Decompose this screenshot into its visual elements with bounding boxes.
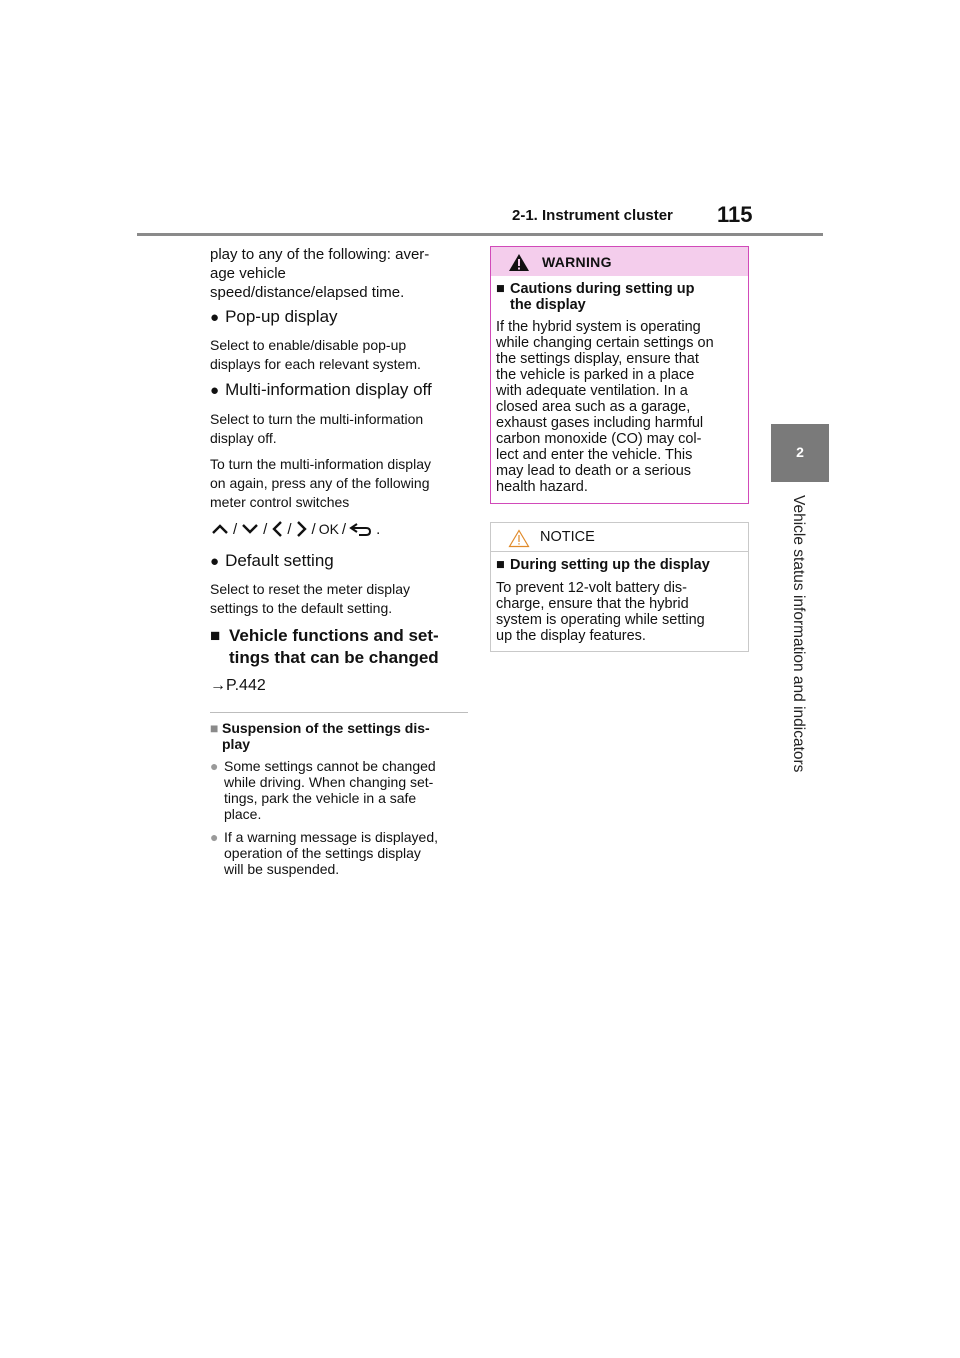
separator: /	[287, 520, 292, 538]
header-divider	[137, 233, 823, 236]
square-bullet-icon: ■	[496, 557, 505, 573]
note-heading-1: Suspension of the settings dis-	[222, 720, 430, 736]
mid-off-line-4: on again, press any of the following	[210, 475, 430, 491]
warning-label: WARNING	[542, 254, 612, 270]
bullet-icon: ●	[210, 382, 220, 399]
warning-line-6: closed area such as a garage,	[496, 399, 691, 415]
default-line-2: settings to the default setting.	[210, 600, 393, 616]
separator: /	[263, 520, 268, 538]
notice-line-1: To prevent 12-volt battery dis-	[496, 580, 688, 596]
warning-line-7: exhaust gases including harmful	[496, 415, 704, 431]
note-b1-line-1: Some settings cannot be changed	[224, 758, 436, 774]
chevron-left-icon	[272, 521, 283, 537]
vehicle-functions-heading-1: Vehicle functions and set-	[229, 626, 439, 645]
bullet-icon: ●	[210, 309, 220, 326]
section-title: 2-1. Instrument cluster	[512, 207, 673, 224]
default-line-1: Select to reset the meter display	[210, 581, 410, 597]
bullet-icon: ●	[210, 829, 219, 845]
warning-heading-2: the display	[510, 297, 586, 313]
back-arrow-icon	[349, 523, 372, 536]
ok-label: OK	[318, 521, 339, 537]
intro-line-3: speed/distance/elapsed time.	[210, 284, 405, 301]
caution-triangle-icon	[508, 529, 530, 548]
note-b2-line-1: If a warning message is displayed,	[224, 829, 438, 845]
note-b2-line-3: will be suspended.	[224, 861, 340, 877]
chapter-number: 2	[796, 444, 804, 460]
bullet-icon: ●	[210, 553, 220, 570]
mid-off-line-3: To turn the multi-information display	[210, 456, 431, 472]
warning-heading-1: Cautions during setting up	[510, 281, 695, 297]
note-b1-line-2: while driving. When changing set-	[224, 774, 434, 790]
warning-line-10: may lead to death or a serious	[496, 463, 692, 479]
warning-line-11: health hazard.	[496, 479, 588, 495]
chapter-title: Vehicle status information and indicator…	[790, 495, 807, 773]
notice-line-2: charge, ensure that the hybrid	[496, 596, 689, 612]
bullet-icon: ●	[210, 758, 219, 774]
intro-line-1: play to any of the following: aver-	[210, 246, 430, 263]
warning-line-3: the settings display, ensure that	[496, 351, 699, 367]
intro-line-2: age vehicle	[210, 265, 286, 282]
square-bullet-icon: ■	[496, 281, 505, 297]
separator: /	[233, 520, 238, 538]
warning-line-9: lect and enter the vehicle. This	[496, 447, 693, 463]
square-bullet-icon: ■	[210, 626, 221, 645]
meter-switch-symbols: / / / / OK / .	[210, 519, 380, 539]
notice-label: NOTICE	[540, 529, 595, 545]
popup-heading: ● Pop-up display	[210, 307, 338, 327]
note-b1-line-4: place.	[224, 806, 262, 822]
square-bullet-icon: ■	[210, 720, 219, 736]
mid-off-line-5: meter control switches	[210, 494, 350, 510]
notice-line-4: up the display features.	[496, 628, 646, 644]
separator: /	[311, 520, 316, 538]
chevron-right-icon	[296, 521, 307, 537]
mid-off-line-1: Select to turn the multi-information	[210, 411, 424, 427]
default-title: Default setting	[225, 551, 334, 570]
mid-off-line-2: display off.	[210, 430, 277, 446]
chevron-down-icon	[242, 524, 259, 534]
mid-off-title: Multi-information display off	[225, 380, 432, 399]
warning-line-8: carbon monoxide (CO) may col-	[496, 431, 702, 447]
page-reference-link[interactable]: →P.442	[210, 677, 266, 694]
popup-line-1: Select to enable/disable pop-up	[210, 337, 407, 353]
warning-header	[491, 247, 748, 276]
warning-line-5: with adequate ventilation. In a	[496, 383, 688, 399]
warning-triangle-icon	[509, 254, 529, 271]
separator: /	[341, 520, 347, 538]
vehicle-functions-heading-2: tings that can be changed	[229, 648, 439, 667]
page-number: 115	[717, 202, 753, 227]
note-b1-line-3: tings, park the vehicle in a safe	[224, 790, 417, 806]
popup-line-2: displays for each relevant system.	[210, 356, 421, 372]
notice-heading: During setting up the display	[510, 557, 710, 573]
warning-line-4: the vehicle is parked in a place	[496, 367, 695, 383]
warning-box	[490, 246, 749, 504]
note-heading-2: play	[222, 736, 251, 752]
warning-line-2: while changing certain settings on	[496, 335, 714, 351]
default-heading: ● Default setting	[210, 551, 334, 571]
notice-line-3: system is operating while setting	[496, 612, 705, 628]
chapter-tab	[771, 424, 829, 482]
chevron-up-icon	[212, 524, 228, 534]
mid-off-heading: ● Multi-information display off	[210, 380, 432, 400]
note-b2-line-2: operation of the settings display	[224, 845, 421, 861]
warning-line-1: If the hybrid system is operating	[496, 319, 701, 335]
notice-box	[490, 522, 749, 652]
period: .	[376, 520, 381, 538]
notice-header-divider	[491, 551, 748, 552]
popup-title: Pop-up display	[225, 307, 338, 326]
note-divider	[210, 712, 468, 713]
